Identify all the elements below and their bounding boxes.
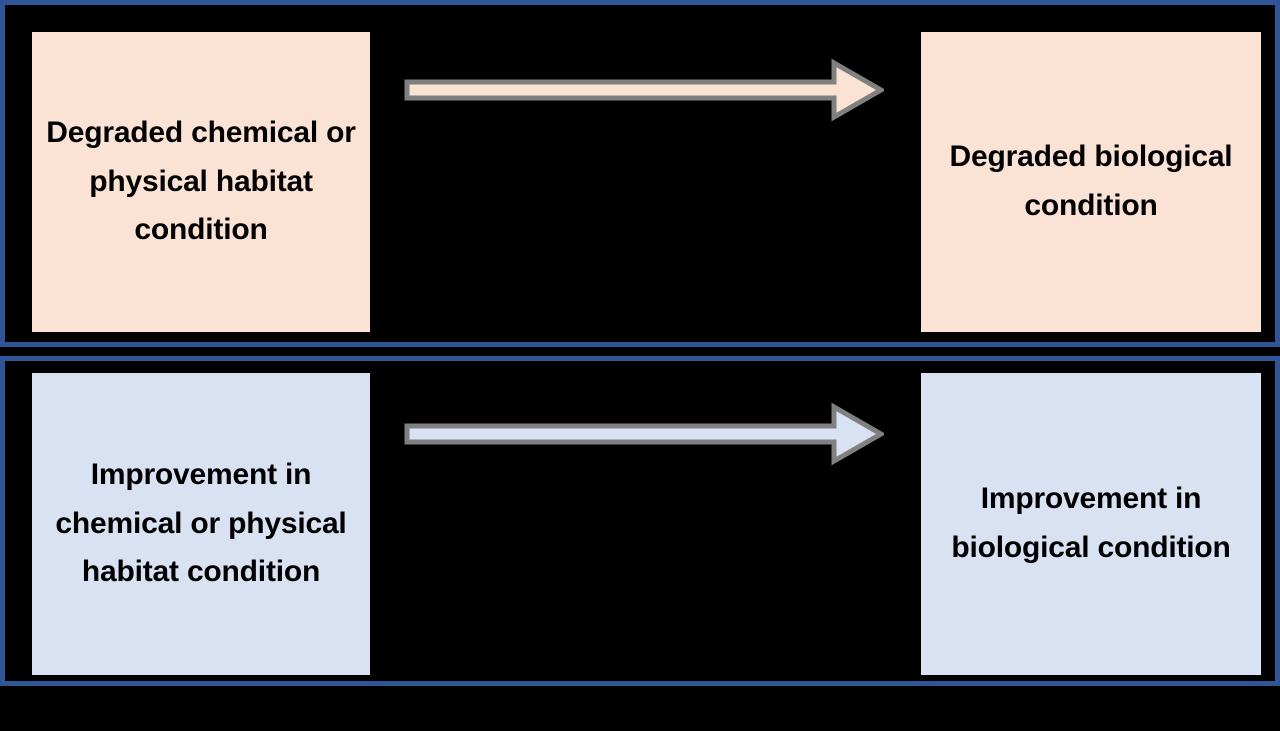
- rightward-arrow-degraded: [404, 57, 884, 123]
- box-degraded-chemical-physical-habitat-condition: Degraded chemical or physical habitat co…: [32, 32, 370, 332]
- panel-improvement-condition: Improvement in chemical or physical habi…: [0, 356, 1280, 686]
- box-improvement-chemical-physical-habitat-condition: Improvement in chemical or physical habi…: [32, 373, 370, 675]
- box-label: Improvement in biological condition: [951, 482, 1231, 564]
- box-label: Improvement in chemical or physical habi…: [55, 458, 347, 589]
- box-degraded-biological-condition: Degraded biological condition: [921, 32, 1261, 332]
- box-label: Degraded chemical or physical habitat co…: [46, 116, 356, 247]
- box-improvement-biological-condition: Improvement in biological condition: [921, 373, 1261, 675]
- panel-degraded-condition: Degraded chemical or physical habitat co…: [0, 0, 1280, 347]
- rightward-arrow-improvement: [404, 401, 884, 467]
- box-label: Degraded biological condition: [949, 140, 1233, 222]
